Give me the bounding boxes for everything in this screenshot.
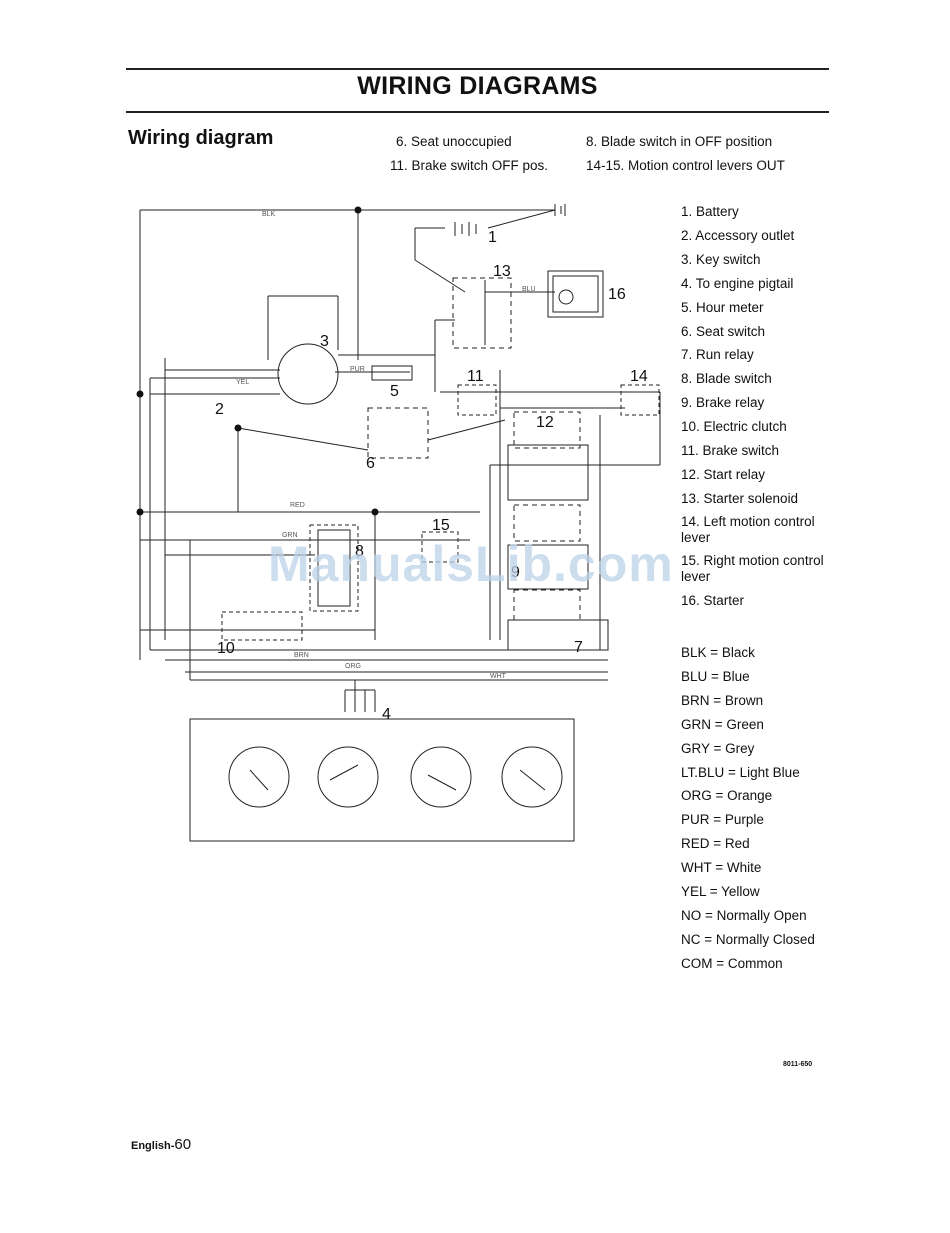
condition-brake: 11. Brake switch OFF pos.	[390, 158, 549, 173]
wire-label-org: ORG	[345, 663, 361, 670]
legend-item: 1. Battery	[681, 204, 739, 219]
legend-item: 3. Key switch	[681, 251, 761, 267]
condition-seat: 6. Seat unoccupied	[396, 134, 512, 149]
legend-item: 10. Electric clutch	[681, 419, 787, 435]
legend-item: 4. To engine pigtail	[681, 275, 794, 291]
color-code-item: BLK = Black	[681, 645, 755, 660]
component-11: 11	[467, 368, 484, 385]
document-code: 8011-650	[783, 1061, 813, 1068]
component-6: 6	[366, 455, 375, 472]
color-code-item: ORG = Orange	[681, 788, 773, 804]
legend-item: 12. Start relay	[681, 466, 766, 482]
color-code-item: BRN = Brown	[681, 692, 764, 708]
color-code-item: WHT = White	[681, 860, 762, 876]
legend-item: 15. Right motion control lever	[681, 552, 824, 584]
legend-item: 14. Left motion control lever	[681, 513, 815, 545]
condition-blade: 8. Blade switch in OFF position	[586, 134, 773, 149]
color-code-item: NO = Normally Open	[681, 907, 807, 923]
page-number-value: 60	[174, 1136, 192, 1153]
top-rule	[126, 68, 829, 70]
color-code-item: GRY = Grey	[681, 740, 755, 756]
component-12: 12	[536, 414, 554, 431]
wire-label-grn: GRN	[282, 532, 298, 539]
color-code-legend: BLK = Black BLU = Blue BRN = Brown GRN =…	[681, 641, 815, 976]
legend-item: 5. Hour meter	[681, 299, 764, 315]
component-10: 10	[217, 640, 235, 657]
component-13: 13	[493, 263, 511, 280]
wire-label-yel: YEL	[236, 379, 249, 386]
page-number-prefix: English-	[131, 1140, 175, 1152]
legend-item: 6. Seat switch	[681, 323, 766, 339]
legend-item: 7. Run relay	[681, 347, 754, 363]
color-code-item: RED = Red	[681, 836, 750, 852]
legend-item: 8. Blade switch	[681, 371, 772, 387]
section-title: Wiring diagram	[128, 127, 274, 149]
color-code-item: COM = Common	[681, 955, 783, 971]
legend-item: 2. Accessory outlet	[681, 227, 795, 243]
color-code-item: NC = Normally Closed	[681, 931, 815, 947]
wire-label-wht: WHT	[490, 673, 507, 680]
component-1: 1	[488, 229, 497, 246]
color-code-item: YEL = Yellow	[681, 884, 760, 900]
color-code-item: PUR = Purple	[681, 812, 764, 828]
legend-item: 16. Starter	[681, 592, 745, 608]
component-9: 9	[511, 564, 520, 581]
component-2: 2	[215, 401, 224, 418]
component-3: 3	[320, 333, 329, 350]
legend-item: 13. Starter solenoid	[681, 490, 799, 506]
component-7: 7	[574, 639, 583, 656]
page-title: WIRING DIAGRAMS	[357, 72, 598, 100]
legend-item: 11. Brake switch	[681, 443, 780, 459]
wire-label-brn: BRN	[294, 652, 309, 659]
component-legend: 1. Battery 2. Accessory outlet 3. Key sw…	[681, 200, 841, 613]
color-code-item: LT.BLU = Light Blue	[681, 764, 800, 780]
legend-item: 9. Brake relay	[681, 395, 765, 411]
condition-motion: 14-15. Motion control levers OUT	[586, 158, 785, 173]
component-14: 14	[630, 368, 648, 385]
component-5: 5	[390, 383, 399, 400]
color-code-item: BLU = Blue	[681, 668, 750, 684]
component-8: 8	[355, 543, 364, 560]
wire-label-pur: PUR	[350, 366, 365, 373]
color-code-item: GRN = Green	[681, 716, 764, 732]
component-15: 15	[432, 517, 450, 534]
wire-label-blu: BLU	[522, 286, 536, 293]
component-4: 4	[382, 706, 391, 723]
watermark: ManualsLib.com	[268, 536, 674, 592]
wire-label-red: RED	[290, 502, 305, 509]
component-16: 16	[608, 286, 626, 303]
page-number: English-60	[131, 1136, 191, 1153]
wire-label-blk: BLK	[262, 211, 276, 218]
title-underline-rule	[126, 111, 829, 113]
